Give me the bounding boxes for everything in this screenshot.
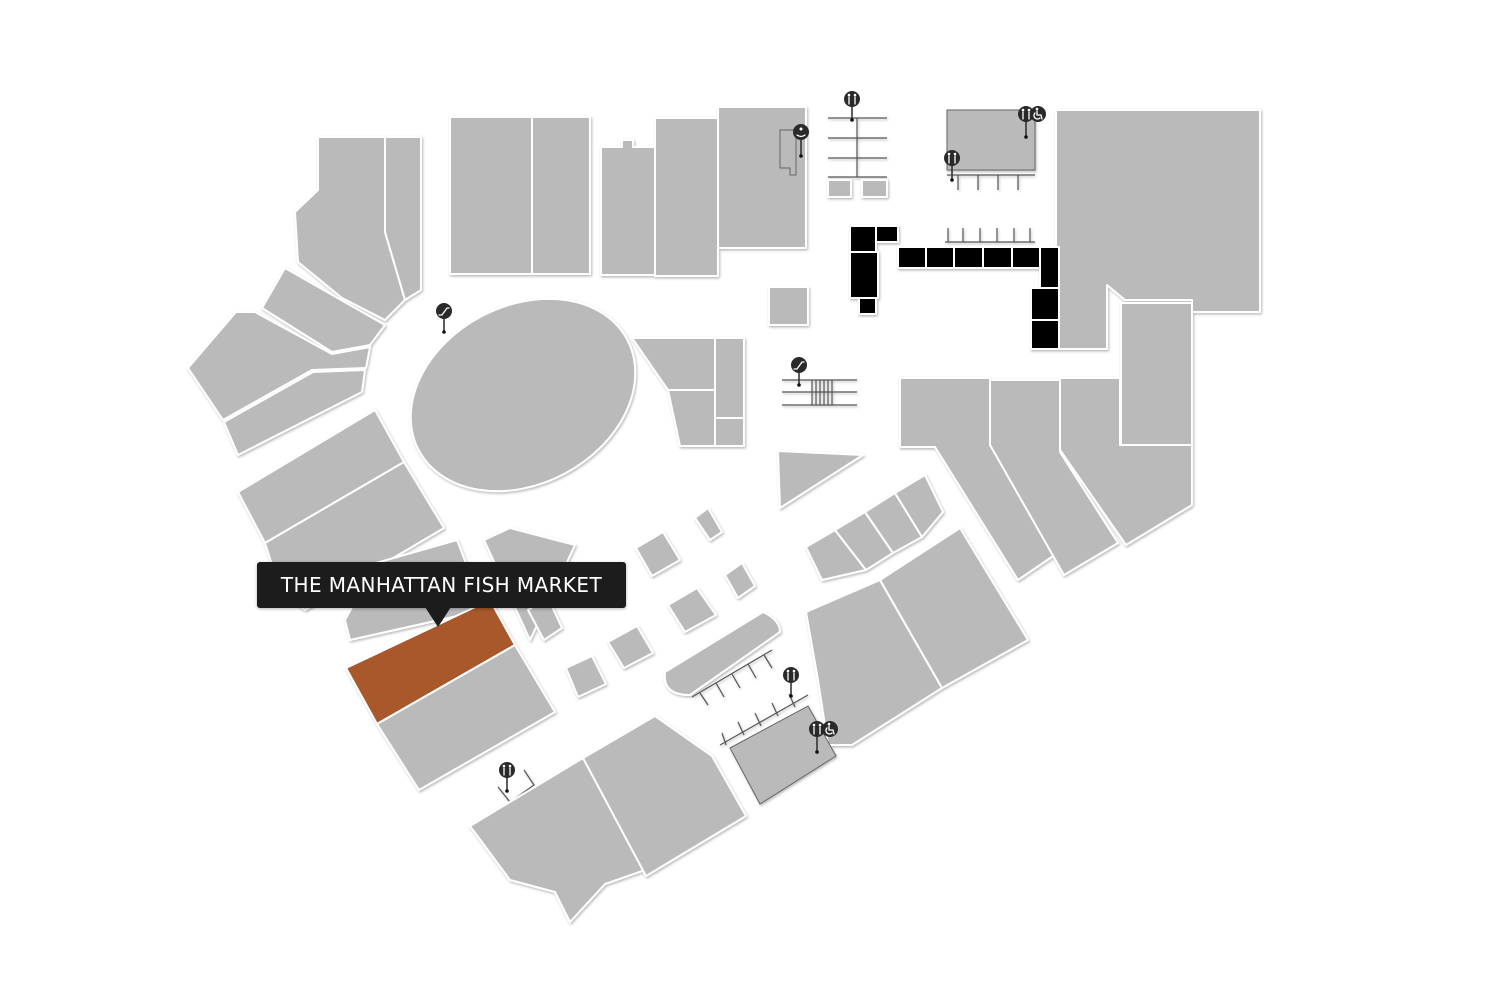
center-court[interactable] xyxy=(377,261,669,529)
store-unit[interactable] xyxy=(376,644,556,791)
kiosk-unit[interactable] xyxy=(694,507,723,541)
restroom-entrance xyxy=(497,769,535,803)
restroom-area-north xyxy=(828,117,887,178)
store-unit[interactable] xyxy=(1030,287,1060,321)
store-unit[interactable] xyxy=(827,179,852,198)
store-unit[interactable] xyxy=(1120,302,1193,446)
restroom-icon[interactable] xyxy=(499,762,515,793)
store-name-tooltip: THE MANHATTAN FISH MARKET xyxy=(257,562,626,608)
store-unit[interactable] xyxy=(946,109,1036,171)
kiosk-unit[interactable] xyxy=(724,562,756,599)
store-unit[interactable] xyxy=(1011,246,1041,269)
restroom-icon[interactable] xyxy=(783,667,799,698)
escalator-icon[interactable] xyxy=(791,357,807,387)
store-unit[interactable] xyxy=(953,246,984,269)
store-unit[interactable] xyxy=(897,246,927,269)
store-unit[interactable] xyxy=(223,369,366,456)
kiosk-unit[interactable] xyxy=(607,625,654,669)
store-unit[interactable] xyxy=(714,337,745,419)
restroom-icon[interactable] xyxy=(1018,106,1034,139)
store-unit[interactable] xyxy=(858,297,877,315)
parking-row xyxy=(691,649,773,706)
store-unit[interactable] xyxy=(261,267,386,353)
kiosk-unit[interactable] xyxy=(663,611,781,696)
parking-row xyxy=(719,693,809,746)
anchor-store-unit[interactable] xyxy=(1055,109,1261,350)
kiosk-unit[interactable] xyxy=(635,531,681,577)
parking-row xyxy=(945,228,1035,243)
restroom-icon[interactable] xyxy=(944,150,960,182)
restroom-icon[interactable] xyxy=(844,91,860,122)
kiosk-unit[interactable] xyxy=(565,655,607,698)
store-unit[interactable] xyxy=(1039,246,1060,289)
store-unit[interactable] xyxy=(1030,319,1060,350)
kiosk-unit[interactable] xyxy=(768,286,809,326)
store-unit[interactable] xyxy=(894,474,944,538)
restroom-icon[interactable] xyxy=(809,721,825,754)
kiosk-unit[interactable] xyxy=(667,587,717,633)
store-unit[interactable] xyxy=(982,246,1013,269)
tooltip-pointer xyxy=(425,607,451,627)
accessible-restroom-icon[interactable] xyxy=(1030,106,1046,122)
store-unit[interactable] xyxy=(925,246,955,269)
store-unit[interactable] xyxy=(849,225,877,253)
store-unit[interactable] xyxy=(861,179,888,198)
store-unit[interactable] xyxy=(849,251,879,299)
store-unit[interactable] xyxy=(875,225,899,243)
store-unit[interactable] xyxy=(714,417,745,447)
store-unit[interactable] xyxy=(729,705,837,805)
store-unit[interactable] xyxy=(667,389,716,447)
store-unit[interactable] xyxy=(384,136,422,301)
store-unit[interactable] xyxy=(779,129,797,176)
store-unit[interactable] xyxy=(717,106,807,249)
store-unit[interactable] xyxy=(879,527,1029,689)
store-unit[interactable] xyxy=(187,311,371,421)
accessible-restroom-icon[interactable] xyxy=(822,721,838,737)
store-unit[interactable] xyxy=(654,117,719,277)
baby-change-icon[interactable] xyxy=(793,124,809,158)
store-unit[interactable] xyxy=(531,116,591,275)
store-unit[interactable] xyxy=(449,116,533,275)
escalator xyxy=(782,379,857,406)
store-unit[interactable] xyxy=(631,337,716,391)
escalator-icon[interactable] xyxy=(436,303,452,334)
anchor-store-unit[interactable] xyxy=(582,715,747,877)
store-unit[interactable] xyxy=(600,139,656,276)
kiosk-unit[interactable] xyxy=(777,450,864,509)
parking-row xyxy=(947,174,1035,190)
